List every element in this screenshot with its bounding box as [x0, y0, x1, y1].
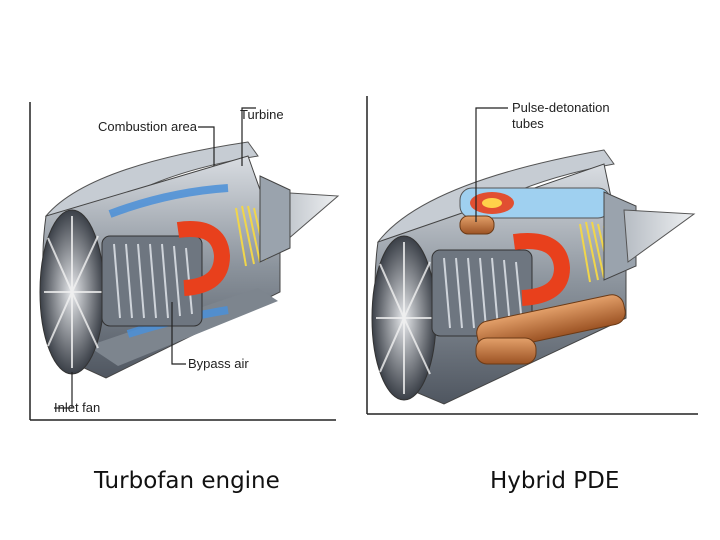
label-pulse-detonation: Pulse-detonation — [512, 100, 610, 115]
exhaust-cone — [624, 210, 694, 262]
label-inlet-fan: Inlet fan — [54, 400, 100, 415]
turbofan-illustration: Combustion area Turbine Bypass air Inlet… — [28, 96, 340, 426]
label-combustion-area: Combustion area — [98, 119, 198, 134]
turbofan-diagram: Combustion area Turbine Bypass air Inlet… — [28, 96, 340, 426]
inlet-fan — [372, 236, 436, 400]
hybrid-pde-illustration: Pulse-detonation tubes — [364, 92, 700, 418]
hybrid-pde-diagram: Pulse-detonation tubes — [364, 92, 700, 418]
label-turbine: Turbine — [240, 107, 284, 122]
caption-turbofan: Turbofan engine — [94, 468, 280, 494]
exhaust-nozzle — [260, 176, 290, 262]
inlet-fan — [40, 210, 104, 374]
label-bypass-air: Bypass air — [188, 356, 249, 371]
label-tubes: tubes — [512, 116, 544, 131]
caption-hybrid-pde: Hybrid PDE — [490, 468, 619, 494]
